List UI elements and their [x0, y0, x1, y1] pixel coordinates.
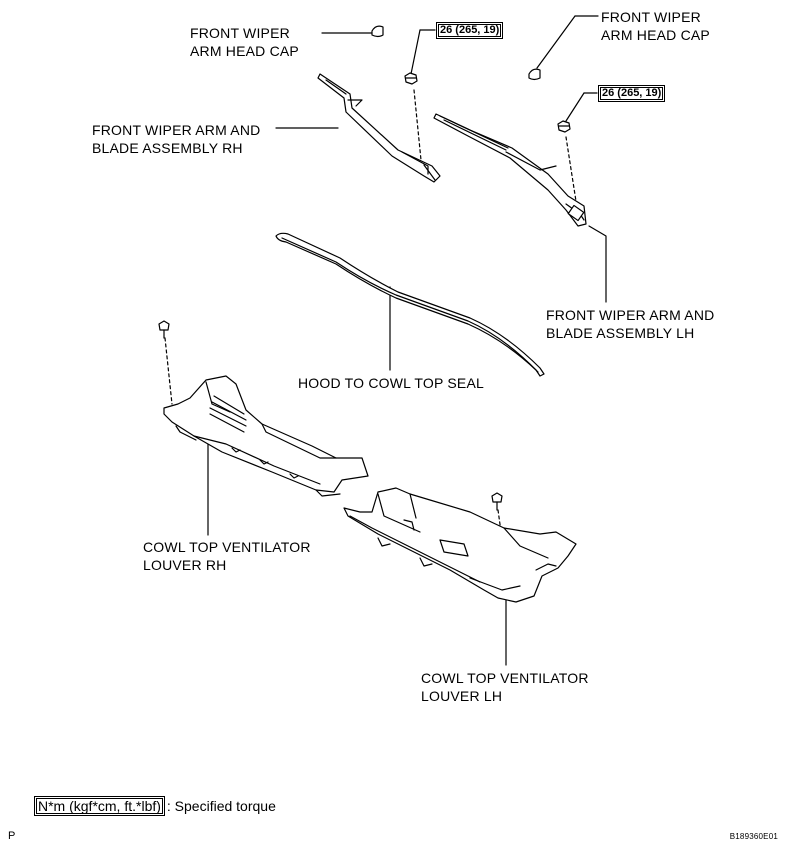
label-louver-rh-line1: COWL TOP VENTILATOR [143, 539, 311, 555]
label-arm-lh-line2: BLADE ASSEMBLY LH [546, 325, 695, 341]
torque-badge-rh: 26 (265, 19) [436, 22, 504, 39]
label-louver-rh: COWL TOP VENTILATOR LOUVER RH [143, 538, 311, 574]
leader-arm-lh [588, 225, 607, 303]
leader-cap-lh [536, 15, 576, 69]
label-louver-lh-line1: COWL TOP VENTILATOR [421, 670, 589, 686]
wiper-cap-lh-shape [528, 68, 541, 81]
label-arm-rh-line1: FRONT WIPER ARM AND [92, 122, 261, 138]
leader-torque-rh [410, 29, 421, 75]
screw-rh-shape [158, 320, 170, 339]
label-cap-rh-line1: FRONT WIPER [190, 25, 290, 41]
dash-arm-rh [413, 89, 423, 171]
screw-lh-shape [491, 492, 503, 511]
label-louver-lh: COWL TOP VENTILATOR LOUVER LH [421, 669, 589, 705]
label-cap-lh-line2: ARM HEAD CAP [601, 27, 710, 43]
nut-lh-shape [557, 120, 571, 133]
wiper-arm-lh-shape [433, 113, 587, 227]
label-cap-lh-line1: FRONT WIPER [601, 9, 701, 25]
label-arm-rh-line2: BLADE ASSEMBLY RH [92, 140, 243, 156]
label-louver-rh-line2: LOUVER RH [143, 557, 227, 573]
label-cap-rh-line2: ARM HEAD CAP [190, 43, 299, 59]
dash-arm-lh [565, 136, 579, 215]
torque-badge-lh: 26 (265, 19) [598, 85, 666, 102]
cowl-louver-rh-shape [163, 375, 369, 497]
label-louver-lh-line2: LOUVER LH [421, 688, 503, 704]
legend-torque-box: N*m (kgf*cm, ft.*lbf) [34, 796, 165, 816]
wiper-cap-rh-shape [371, 25, 384, 38]
cowl-seal-shape [275, 232, 545, 377]
wiper-arm-rh-shape [317, 73, 441, 183]
image-code: B189360E01 [729, 832, 778, 841]
legend-text: : Specified torque [166, 798, 276, 814]
label-arm-rh: FRONT WIPER ARM AND BLADE ASSEMBLY RH [92, 121, 260, 157]
label-arm-lh: FRONT WIPER ARM AND BLADE ASSEMBLY LH [546, 306, 714, 342]
page-code: P [8, 830, 16, 842]
label-cap-rh: FRONT WIPER ARM HEAD CAP [190, 24, 299, 60]
label-cap-lh: FRONT WIPER ARM HEAD CAP [601, 8, 710, 44]
torque-legend: N*m (kgf*cm, ft.*lbf) : Specified torque [34, 796, 276, 816]
label-seal: HOOD TO COWL TOP SEAL [298, 375, 484, 391]
cowl-louver-lh-shape [343, 487, 577, 603]
leader-torque-lh [565, 92, 585, 122]
dash-louver-rh [164, 337, 173, 405]
nut-rh-shape [404, 72, 418, 85]
label-arm-lh-line1: FRONT WIPER ARM AND [546, 307, 715, 323]
